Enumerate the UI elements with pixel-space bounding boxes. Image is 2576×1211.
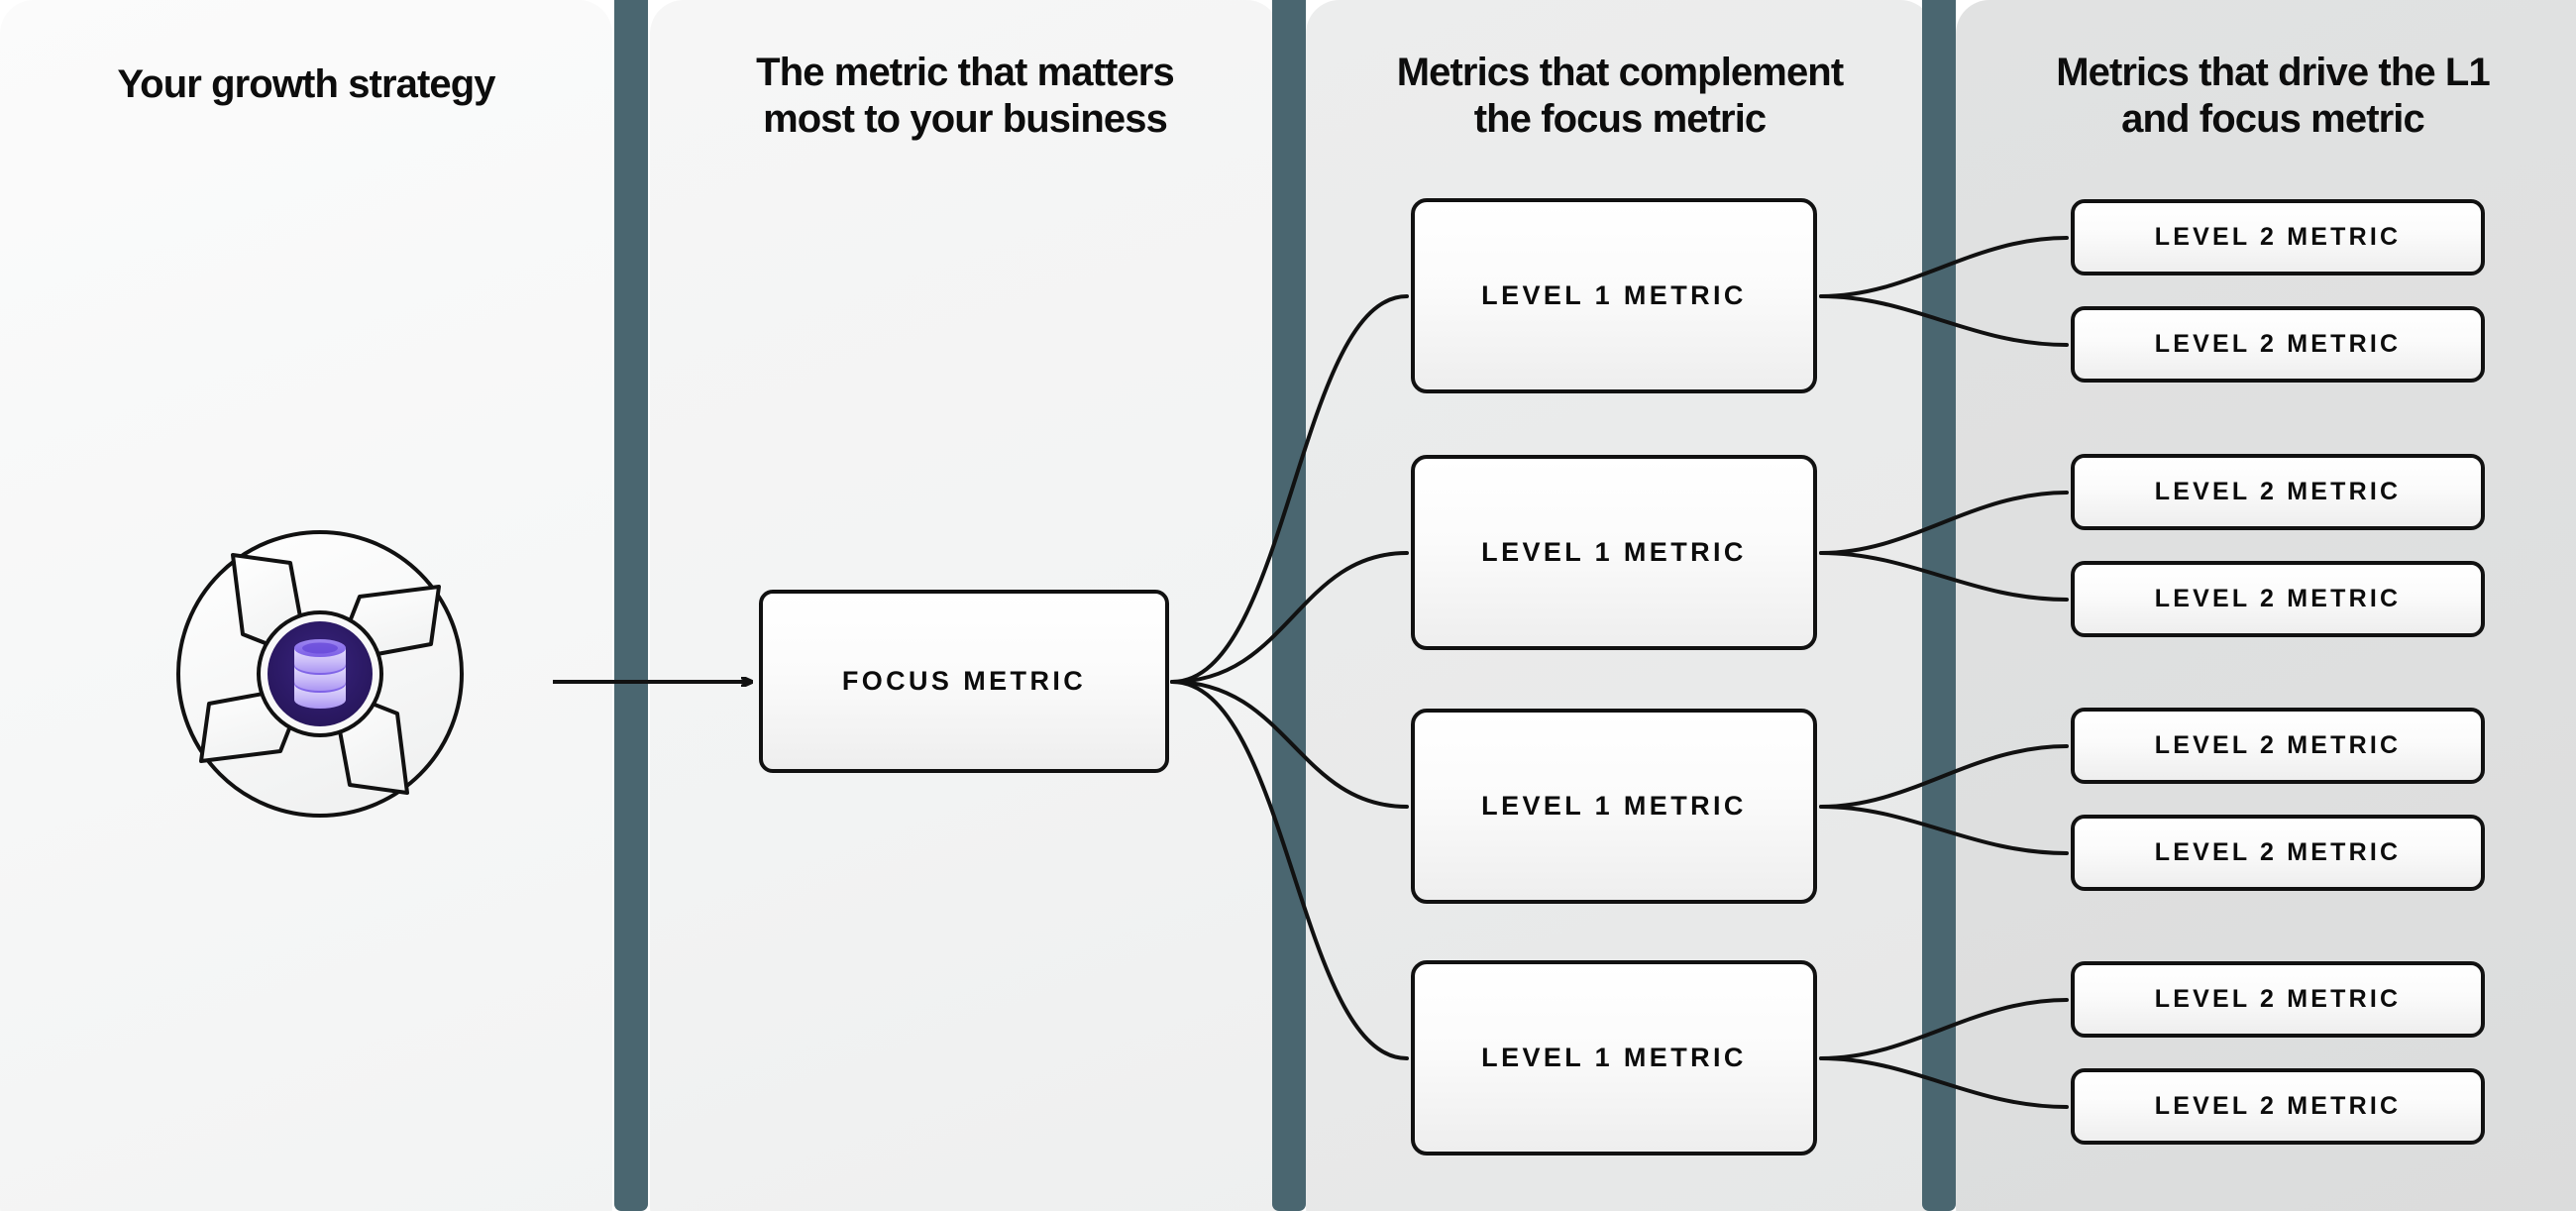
level2-metric-node-8[interactable]: LEVEL 2 METRIC [2071,1068,2485,1145]
level2-metric-node-3[interactable]: LEVEL 2 METRIC [2071,454,2485,530]
column-separator-3 [1922,0,1956,1211]
focus-metric-node[interactable]: FOCUS METRIC [759,590,1169,773]
level2-metric-node-2[interactable]: LEVEL 2 METRIC [2071,306,2485,383]
column-heading-growth-strategy: Your growth strategy [117,62,495,106]
column-heading-focus-metric: The metric that matters most to your bus… [756,51,1175,141]
column-heading-complement-metrics: Metrics that complement the focus metric [1396,51,1844,141]
level2-metric-node-6[interactable]: LEVEL 2 METRIC [2071,815,2485,891]
level2-metric-node-1[interactable]: LEVEL 2 METRIC [2071,199,2485,275]
column-separator-1 [614,0,648,1211]
column-separator-2 [1272,0,1306,1211]
level1-metric-node-4[interactable]: LEVEL 1 METRIC [1411,960,1817,1156]
level2-metric-node-7[interactable]: LEVEL 2 METRIC [2071,961,2485,1038]
growth-strategy-logo [87,428,553,914]
level1-metric-node-3[interactable]: LEVEL 1 METRIC [1411,709,1817,904]
column-heading-driver-metrics: Metrics that drive the L1 and focus metr… [2056,51,2491,141]
aperture-shutter-icon [176,530,464,818]
database-icon [294,639,346,709]
level1-metric-node-2[interactable]: LEVEL 1 METRIC [1411,455,1817,650]
level2-metric-node-5[interactable]: LEVEL 2 METRIC [2071,708,2485,784]
level2-metric-node-4[interactable]: LEVEL 2 METRIC [2071,561,2485,637]
level1-metric-node-1[interactable]: LEVEL 1 METRIC [1411,198,1817,393]
